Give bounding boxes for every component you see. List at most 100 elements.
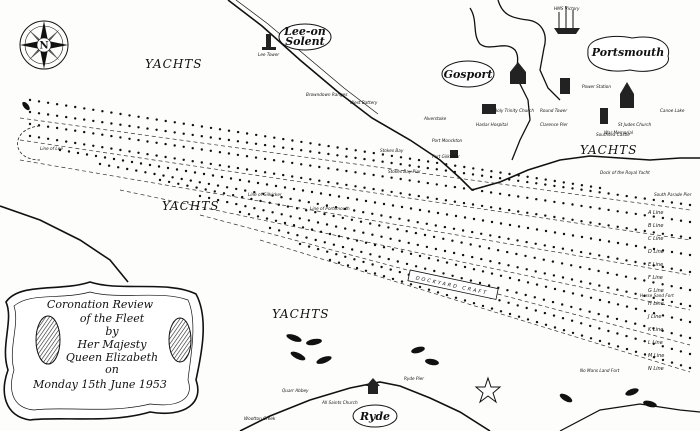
ship-marker	[571, 218, 574, 221]
ship-marker	[517, 225, 521, 228]
ship-marker	[480, 174, 484, 177]
ship-marker	[670, 300, 674, 304]
ship-marker	[405, 262, 409, 266]
ship-marker	[265, 183, 269, 186]
ship-marker	[207, 182, 211, 186]
ship-marker	[137, 115, 140, 119]
yachts-label-4: YACHTS	[580, 143, 638, 157]
svg-text:Gosport: Gosport	[444, 68, 493, 81]
ship-marker	[625, 347, 629, 351]
ship-marker	[37, 100, 41, 103]
ship-marker	[28, 110, 32, 114]
ship-marker	[119, 136, 122, 139]
ship-marker	[661, 358, 665, 362]
line-label: F Line	[648, 275, 663, 281]
ship-marker	[371, 263, 374, 266]
ship-marker	[616, 288, 619, 291]
ship-marker	[444, 169, 448, 172]
ship-marker	[499, 171, 502, 174]
ship-marker	[262, 192, 265, 196]
ship-marker	[85, 153, 89, 156]
ship-marker	[382, 275, 386, 278]
ship-marker	[424, 267, 427, 270]
ship-marker	[435, 168, 438, 171]
ship-marker	[37, 112, 41, 115]
ship-marker	[295, 207, 299, 210]
ship-marker	[101, 110, 104, 113]
ship-marker	[414, 231, 418, 235]
ship-marker	[652, 231, 655, 234]
svg-text:All Saints Church: All Saints Church	[321, 400, 358, 405]
ship-marker	[506, 289, 509, 292]
ship-marker	[110, 134, 113, 138]
ship-marker	[328, 232, 332, 236]
cartouche-line-7: Monday 15th June 1953	[32, 378, 167, 391]
ship-marker	[280, 213, 283, 216]
ship-marker	[400, 280, 404, 283]
ship-marker	[396, 228, 399, 231]
ship-marker	[652, 342, 655, 345]
ship-marker	[570, 278, 574, 281]
ship-marker	[119, 148, 122, 152]
ship-marker	[314, 211, 317, 214]
ship-marker	[265, 217, 269, 220]
ship-marker	[679, 286, 683, 290]
ship-marker	[445, 261, 449, 264]
ship-marker	[418, 208, 422, 212]
ship-marker	[634, 337, 637, 340]
line-label: C Line	[648, 236, 664, 242]
yachts-label-3: YACHTS	[272, 307, 330, 321]
ship-marker	[307, 201, 310, 204]
ship-marker	[625, 243, 629, 246]
ship-marker	[389, 237, 392, 240]
ship-marker	[688, 336, 692, 340]
ship-marker	[301, 189, 305, 192]
ship-marker	[390, 176, 393, 179]
ship-marker	[256, 181, 260, 185]
ship-marker	[688, 304, 692, 308]
ship-marker	[471, 173, 475, 176]
ship-marker	[460, 277, 463, 280]
ship-marker	[277, 203, 280, 206]
ship-marker	[508, 276, 512, 280]
ship-marker	[167, 180, 171, 184]
ship-marker	[589, 221, 592, 224]
ship-marker	[589, 206, 592, 209]
ship-marker	[417, 194, 420, 198]
ship-marker	[372, 151, 375, 155]
ship-marker	[280, 196, 283, 199]
ship-marker	[643, 197, 646, 200]
ship-marker	[83, 130, 86, 134]
svg-text:Clarence Pier: Clarence Pier	[540, 122, 568, 127]
ship-marker	[535, 198, 538, 201]
ship-marker	[670, 201, 674, 204]
ship-marker	[679, 350, 683, 353]
ship-marker	[679, 364, 683, 367]
ship-marker	[670, 361, 674, 364]
ship-marker	[427, 257, 431, 260]
ship-marker	[498, 207, 502, 210]
ship-marker	[300, 149, 303, 152]
ship-marker	[661, 200, 665, 203]
ship-marker	[416, 243, 419, 247]
ship-marker	[634, 307, 638, 310]
ship-marker	[625, 211, 628, 214]
ship-marker	[434, 224, 437, 227]
ship-marker	[55, 126, 59, 130]
ship-marker	[336, 154, 339, 157]
ship-marker	[507, 264, 510, 267]
svg-text:South Parade Pier: South Parade Pier	[654, 192, 692, 197]
ship-marker	[309, 178, 312, 181]
ship-marker	[55, 139, 59, 142]
ship-marker	[155, 141, 158, 144]
svg-text:Lee Tower: Lee Tower	[258, 52, 279, 57]
ship-marker	[597, 312, 600, 316]
ship-marker	[534, 309, 537, 312]
ship-marker	[679, 318, 683, 321]
ship-marker	[445, 163, 448, 166]
ship-marker	[517, 315, 521, 318]
ship-marker	[561, 276, 565, 279]
ship-marker	[353, 229, 356, 232]
ship-marker	[245, 132, 249, 135]
ship-marker	[254, 156, 258, 159]
